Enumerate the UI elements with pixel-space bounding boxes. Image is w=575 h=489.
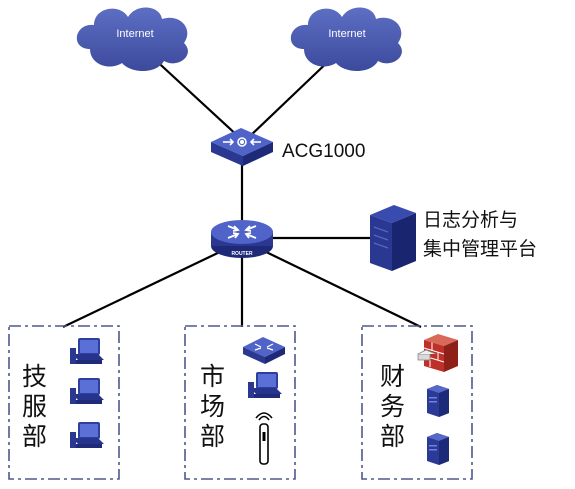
log-server-icon	[370, 205, 416, 271]
internet-cloud-right: Internet	[290, 7, 402, 71]
dept-finance-char-2: 务	[380, 392, 405, 421]
department-box-tech: 技 服 部	[8, 325, 120, 480]
dept-finance-char-3: 部	[380, 422, 405, 451]
cloud-right-label: Internet	[328, 28, 365, 40]
dept-tech-char-1: 技	[22, 362, 47, 391]
dept-market-char-3: 部	[200, 422, 225, 451]
dept-market-char-1: 市	[200, 362, 225, 391]
gateway-label: ACG1000	[282, 141, 365, 162]
pc-icon	[70, 378, 104, 404]
pc-icon	[70, 338, 104, 364]
link-lines	[62, 54, 422, 328]
server-icon	[427, 433, 449, 465]
gateway-arrows-icon	[223, 137, 261, 147]
router-badge: ROUTER	[231, 251, 253, 257]
wireless-ap-icon	[255, 412, 273, 465]
pc-icon	[70, 422, 104, 448]
server-icon	[427, 385, 449, 417]
cloud-left-label: Internet	[116, 28, 153, 40]
internet-cloud-left: Internet	[76, 7, 188, 71]
firewall-icon	[417, 334, 458, 372]
switch-icon	[243, 337, 285, 364]
gateway-device	[211, 128, 273, 166]
department-box-finance: 财 务 部	[361, 325, 473, 480]
dept-tech-char-3: 部	[22, 422, 47, 451]
link-router-tech	[62, 249, 225, 328]
link-cloud-left-gateway	[149, 54, 241, 139]
pc-icon	[248, 372, 282, 398]
link-cloud-right-gateway	[247, 54, 336, 139]
router-device: ROUTER	[211, 220, 273, 258]
dept-tech-char-2: 服	[22, 392, 47, 421]
department-box-market: 市 场 部	[184, 325, 296, 480]
log-server-label-line1: 日志分析与	[423, 209, 518, 231]
link-router-finance	[261, 249, 422, 328]
dept-market-char-2: 场	[200, 392, 225, 421]
log-server-label-line2: 集中管理平台	[423, 238, 537, 260]
dept-finance-char-1: 财	[380, 362, 405, 391]
router-arrows-icon	[227, 225, 257, 239]
